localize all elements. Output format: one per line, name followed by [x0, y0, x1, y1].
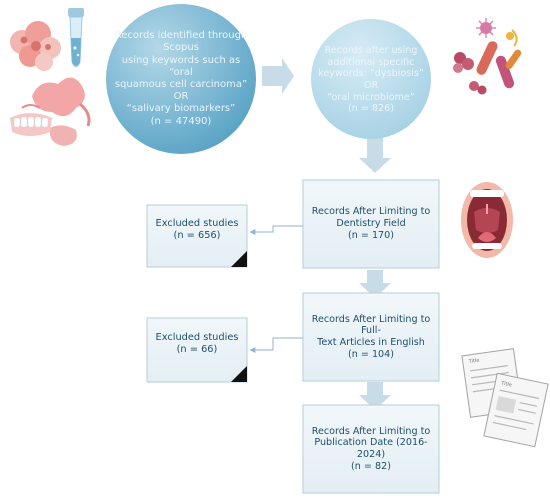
connector-excluded-2 — [249, 337, 303, 353]
start-circle — [106, 4, 256, 154]
test-tube-icon — [68, 8, 84, 68]
excluded-1-text: Excluded studies(n = 656) — [149, 210, 245, 250]
connector-excluded-1 — [249, 225, 303, 235]
node-text-line: Records identified through — [114, 30, 248, 42]
node-text-line: Dentistry Field — [336, 218, 406, 230]
articles-icon: Title Title — [461, 348, 549, 448]
node-text-line: (n = 104) — [347, 348, 394, 360]
node-text-line: (n = 82) — [351, 460, 391, 472]
step-box-1 — [302, 179, 440, 269]
step-2-text: Records After Limiting to Full-Text Arti… — [305, 303, 437, 371]
node-text-line: “salivary biomarkers” — [126, 103, 236, 115]
node-text-line: Records After Limiting to — [311, 206, 431, 218]
node-text-line: additional specific — [327, 56, 415, 68]
step-box-2 — [302, 292, 440, 382]
step-box-3 — [302, 404, 440, 494]
node-text-line: (n = 170) — [347, 229, 394, 241]
arrow-second-to-step1 — [359, 138, 391, 173]
node-text-line: Excluded studies — [155, 218, 239, 230]
salivary-gland-icon — [21, 77, 91, 146]
node-text-line: (n = 826) — [347, 103, 394, 115]
teeth-icon — [10, 113, 52, 136]
node-text-line: squamous cell carcinoma” OR — [114, 79, 248, 103]
node-text-line: Excluded studies — [155, 332, 239, 344]
node-text-line: keywords: “dysbiosis” OR — [318, 68, 424, 91]
excluded-2-text: Excluded studies(n = 66) — [149, 324, 245, 364]
arrow-start-to-second — [262, 58, 294, 94]
node-text-line: (n = 66) — [176, 344, 218, 355]
node-text-line: using keywords such as “oral — [121, 54, 241, 78]
node-text-line: (n = 47490) — [150, 115, 212, 127]
arrow-step1-to-step2 — [359, 270, 391, 298]
node-text-line: Records After Limiting to — [311, 425, 431, 437]
node-text-line: Records After Limiting to Full- — [311, 313, 431, 337]
second-circle — [311, 19, 431, 139]
node-text-line: “oral microbiome” — [327, 91, 415, 103]
node-text-line: Scopus — [163, 42, 199, 54]
open-mouth-icon — [461, 182, 513, 258]
node-text-line: (n = 656) — [173, 230, 221, 241]
node-text-line: Publication Date (2016-2024) — [314, 437, 428, 460]
tissue-cells-icon — [10, 21, 61, 71]
node-text-line: Text Articles in English — [317, 337, 425, 348]
excluded-box-1 — [146, 204, 248, 268]
bacteria-icon — [453, 18, 522, 95]
doc-title-label: Title — [467, 358, 479, 366]
excluded-corner-2 — [231, 366, 247, 382]
excluded-box-2 — [146, 317, 248, 383]
excluded-corner-1 — [231, 251, 247, 267]
arrow-step2-to-step3 — [359, 382, 391, 410]
doc-title-label-2: Title — [500, 380, 513, 388]
node-text-line: Records after using — [324, 44, 418, 56]
